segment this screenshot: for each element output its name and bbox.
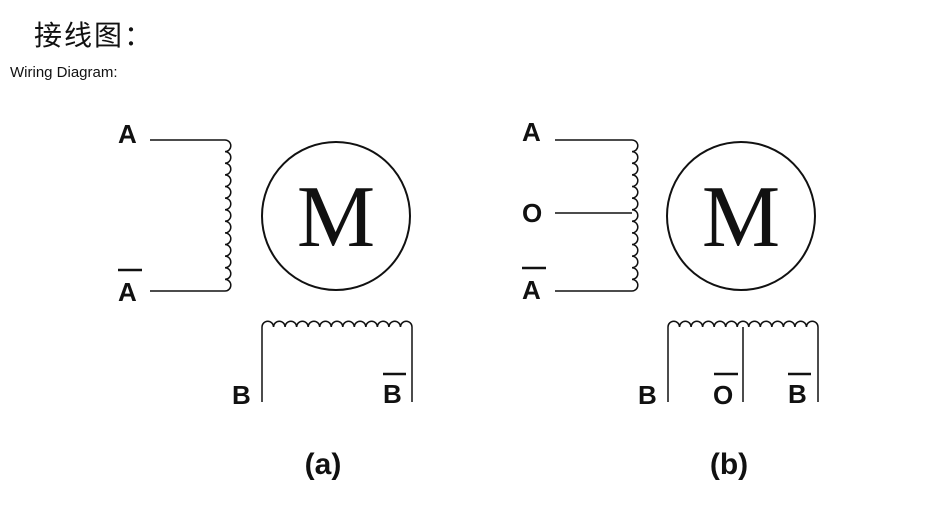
label-a-top: A (118, 119, 137, 149)
motor-circle-b (666, 141, 816, 291)
diagram-a: A A M B B (a) (118, 119, 413, 481)
motor-label-b: M (702, 169, 780, 266)
coil-a-b (631, 139, 639, 292)
coil-b-b (667, 320, 819, 328)
caption-a: (a) (305, 448, 342, 481)
label-a-bar-b: A (522, 275, 541, 305)
label-a-top-b: A (522, 117, 541, 147)
caption-b: (b) (710, 448, 748, 481)
label-b: B (232, 380, 251, 410)
motor-label-a: M (297, 169, 375, 266)
label-b-b: B (638, 380, 657, 410)
motor-circle-a (261, 141, 411, 291)
title-english: Wiring Diagram: (10, 64, 118, 81)
label-a-bar: A (118, 277, 137, 307)
coil-a (224, 139, 232, 292)
label-o2-bar-b: O (713, 380, 733, 410)
label-o-b: O (522, 198, 542, 228)
label-b-bar: B (383, 379, 402, 409)
diagram-b: A O A M B O B (b) (522, 117, 819, 481)
label-b-bar-b: B (788, 379, 807, 409)
title-chinese: 接线图： (34, 19, 155, 52)
coil-b (261, 320, 413, 328)
